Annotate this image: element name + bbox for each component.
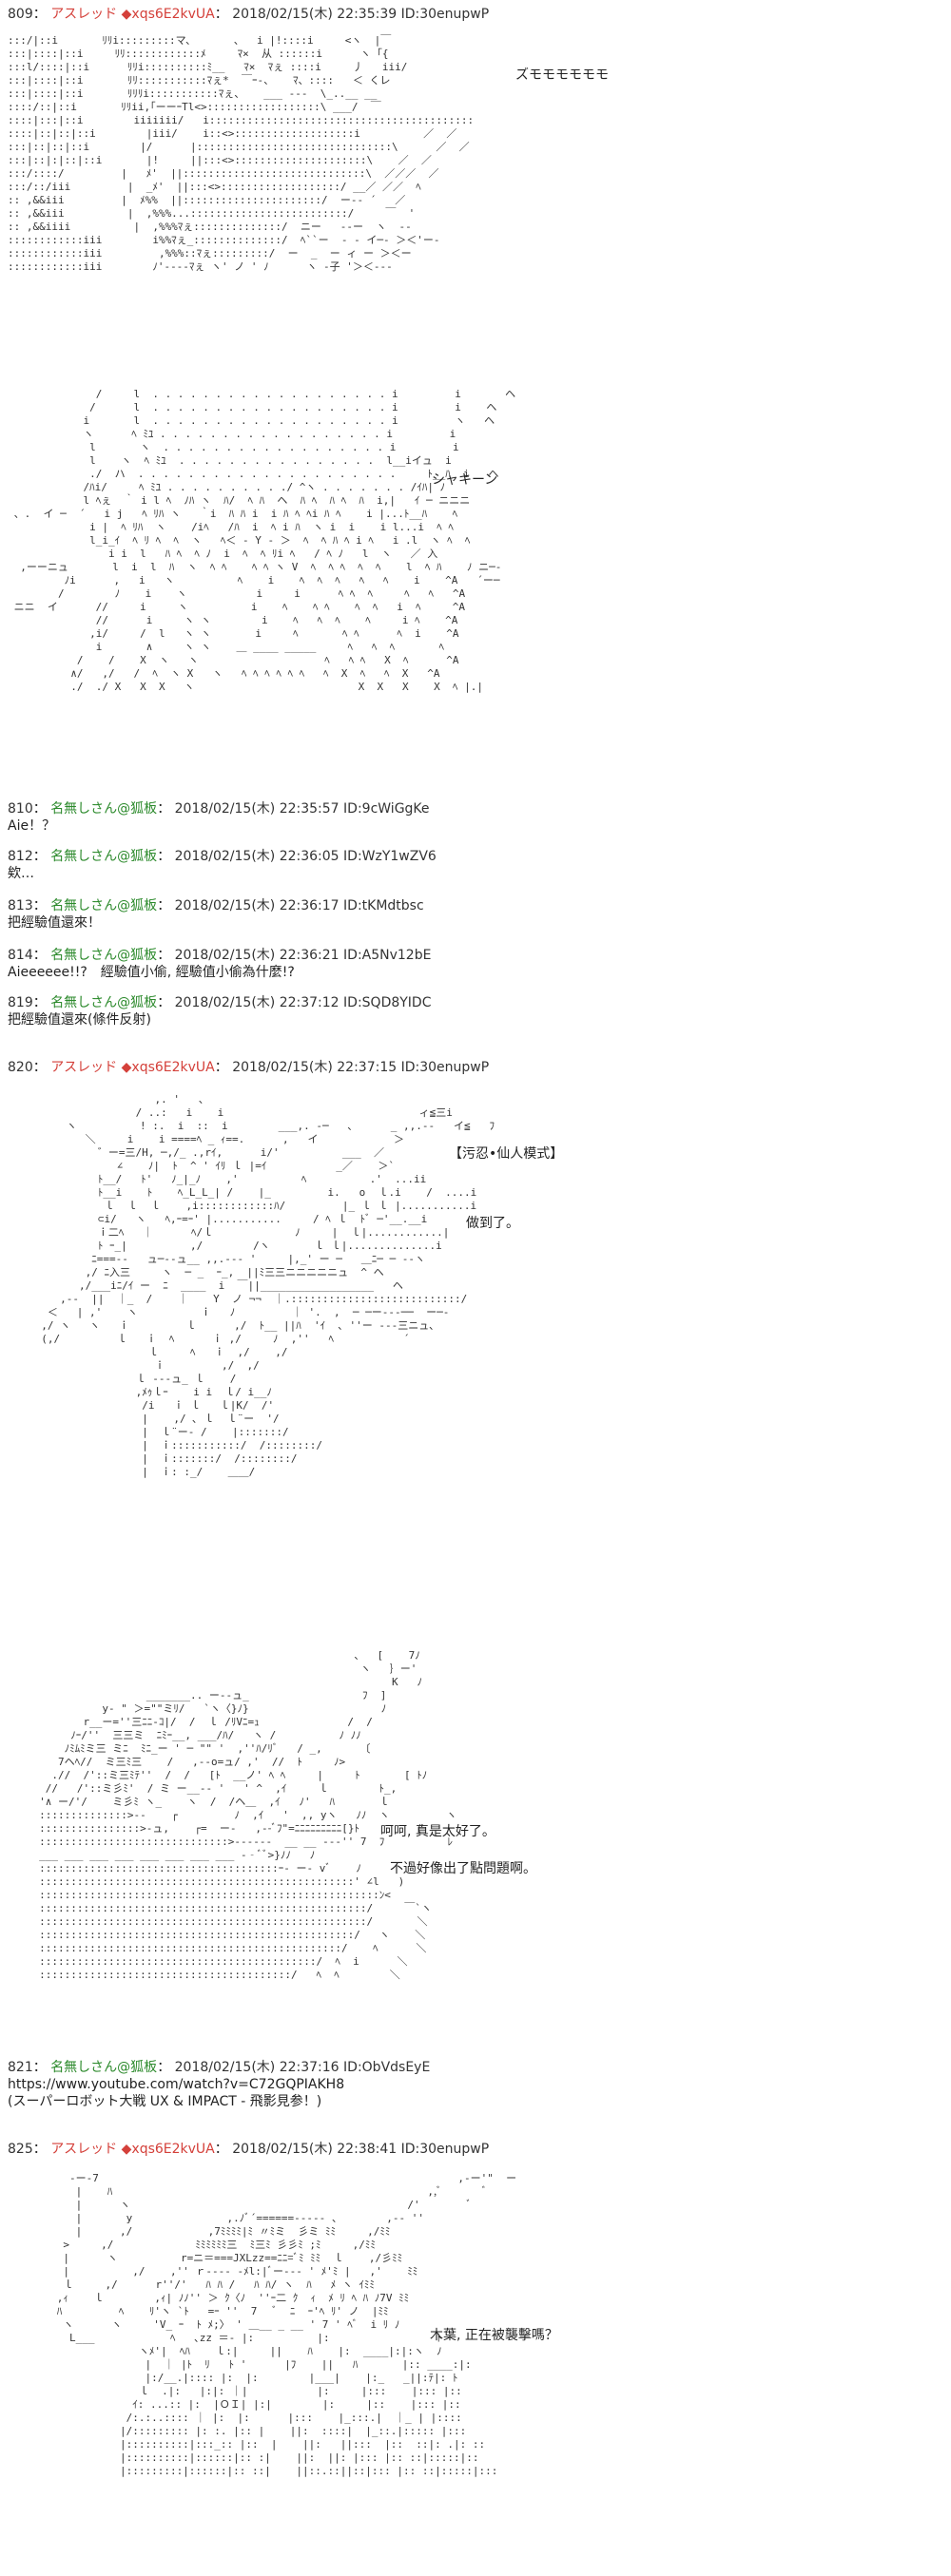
ascii-art-1: :::/|::i ﾘﾘi:::::::::マ、 、 i |!::::i <ヽ |… xyxy=(8,34,475,273)
ascii-art-3: ,. ' 、 / ..: i i ィ≦三i ヽ ! :. i :: i ___,… xyxy=(41,1093,495,1478)
post-meta: 2018/02/15(木) 22:37:15 ID:30enupwP xyxy=(232,1060,490,1075)
post-number: 825 xyxy=(8,2142,33,2157)
ascii-art-4: 、 [ 7ﾉ ヽ ｝ー' K ﾉ _______.. ー‐‐ュ_ ﾌ xyxy=(39,1649,457,1981)
post-body-810: Aie！？ xyxy=(8,818,56,834)
poster-name[interactable]: 名無しさん@狐板 xyxy=(50,849,158,864)
label-done: 做到了。 xyxy=(466,1216,519,1231)
post-header-820: 820： アスレッド ◆xqs6E2kvUA： 2018/02/15(木) 22… xyxy=(8,1060,490,1075)
post-meta: 2018/02/15(木) 22:35:39 ID:30enupwP xyxy=(232,7,490,22)
post-header-813: 813： 名無しさん@狐板： 2018/02/15(木) 22:36:17 ID… xyxy=(8,898,424,913)
label-mode: 【污忍•仙人模式】 xyxy=(449,1146,564,1162)
poster-name[interactable]: 名無しさん@狐板 xyxy=(50,995,158,1010)
poster-name[interactable]: 名無しさん@狐板 xyxy=(50,801,158,817)
ascii-art-2: / l . . . . . . . . . . . . . . . . . . … xyxy=(13,388,516,693)
post-number: 813 xyxy=(8,898,33,913)
poster-name[interactable]: アスレッド xyxy=(50,2142,118,2157)
poster-name[interactable]: 名無しさん@狐板 xyxy=(50,948,158,963)
post-number: 809 xyxy=(8,7,33,22)
post-meta: 2018/02/15(木) 22:38:41 ID:30enupwP xyxy=(232,2142,490,2157)
label-hehe: 呵呵, 真是太好了。 xyxy=(380,1824,495,1839)
post-header-809: 809： アスレッド ◆xqs6E2kvUA： 2018/02/15(木) 22… xyxy=(8,7,490,22)
post-body-821: (スーパーロボット大戦 UX & IMPACT - 飛影見参！) xyxy=(8,2094,322,2109)
post-header-810: 810： 名無しさん@狐板： 2018/02/15(木) 22:35:57 ID… xyxy=(8,801,430,817)
post-header-825: 825： アスレッド ◆xqs6E2kvUA： 2018/02/15(木) 22… xyxy=(8,2142,490,2157)
post-number: 814 xyxy=(8,948,33,963)
poster-name[interactable]: アスレッド xyxy=(50,1060,118,1075)
poster-trip: ◆xqs6E2kvUA xyxy=(121,1060,215,1075)
poster-name[interactable]: 名無しさん@狐板 xyxy=(50,2060,158,2075)
post-meta: 2018/02/15(木) 22:35:57 ID:9cWiGgKe xyxy=(174,801,430,817)
label-shaki: シャキーン xyxy=(432,472,498,488)
poster-trip: ◆xqs6E2kvUA xyxy=(121,7,215,22)
post-header-814: 814： 名無しさん@狐板： 2018/02/15(木) 22:36:21 ID… xyxy=(8,948,432,963)
post-meta: 2018/02/15(木) 22:37:16 ID:ObVdsEyE xyxy=(174,2060,431,2075)
post-meta: 2018/02/15(木) 22:36:17 ID:tKMdtbsc xyxy=(174,898,424,913)
post-meta: 2018/02/15(木) 22:36:21 ID:A5Nv12bE xyxy=(174,948,432,963)
post-body-814: Aieeeeee!!? 經驗值小偷, 經驗值小偷為什麼!? xyxy=(8,965,295,980)
post-body-812: 欸… xyxy=(8,866,34,881)
post-number: 812 xyxy=(8,849,33,864)
youtube-link[interactable]: https://www.youtube.com/watch?v=C72GQPIA… xyxy=(8,2077,345,2092)
post-number: 819 xyxy=(8,995,33,1010)
post-number: 821 xyxy=(8,2060,33,2075)
poster-name[interactable]: アスレッド xyxy=(50,7,118,22)
poster-name[interactable]: 名無しさん@狐板 xyxy=(50,898,158,913)
post-header-821: 821： 名無しさん@狐板： 2018/02/15(木) 22:37:16 ID… xyxy=(8,2060,431,2075)
post-number: 820 xyxy=(8,1060,33,1075)
label-konoha: 木葉, 正在被襲擊嗎？ xyxy=(430,2328,558,2343)
post-header-812: 812： 名無しさん@狐板： 2018/02/15(木) 22:36:05 ID… xyxy=(8,849,437,864)
post-meta: 2018/02/15(木) 22:36:05 ID:WzY1wZV6 xyxy=(174,849,437,864)
label-problem: 不過好像出了點問題啊。 xyxy=(390,1861,536,1876)
post-number: 810 xyxy=(8,801,33,817)
post-meta: 2018/02/15(木) 22:37:12 ID:SQD8YIDC xyxy=(174,995,432,1010)
post-body-813: 把經驗值還來！ xyxy=(8,915,101,931)
post-header-819: 819： 名無しさん@狐板： 2018/02/15(木) 22:37:12 ID… xyxy=(8,995,432,1010)
ascii-art-5: ‐ー‐7 ,-ー'" ー | ﾊ ,,ﾞ ﾞ | ヽ xyxy=(56,2172,517,2477)
label-zugogo: ズモモモモモモ xyxy=(515,67,609,83)
poster-trip: ◆xqs6E2kvUA xyxy=(121,2142,215,2157)
post-body-819: 把經驗值還來(條件反射) xyxy=(8,1012,151,1028)
